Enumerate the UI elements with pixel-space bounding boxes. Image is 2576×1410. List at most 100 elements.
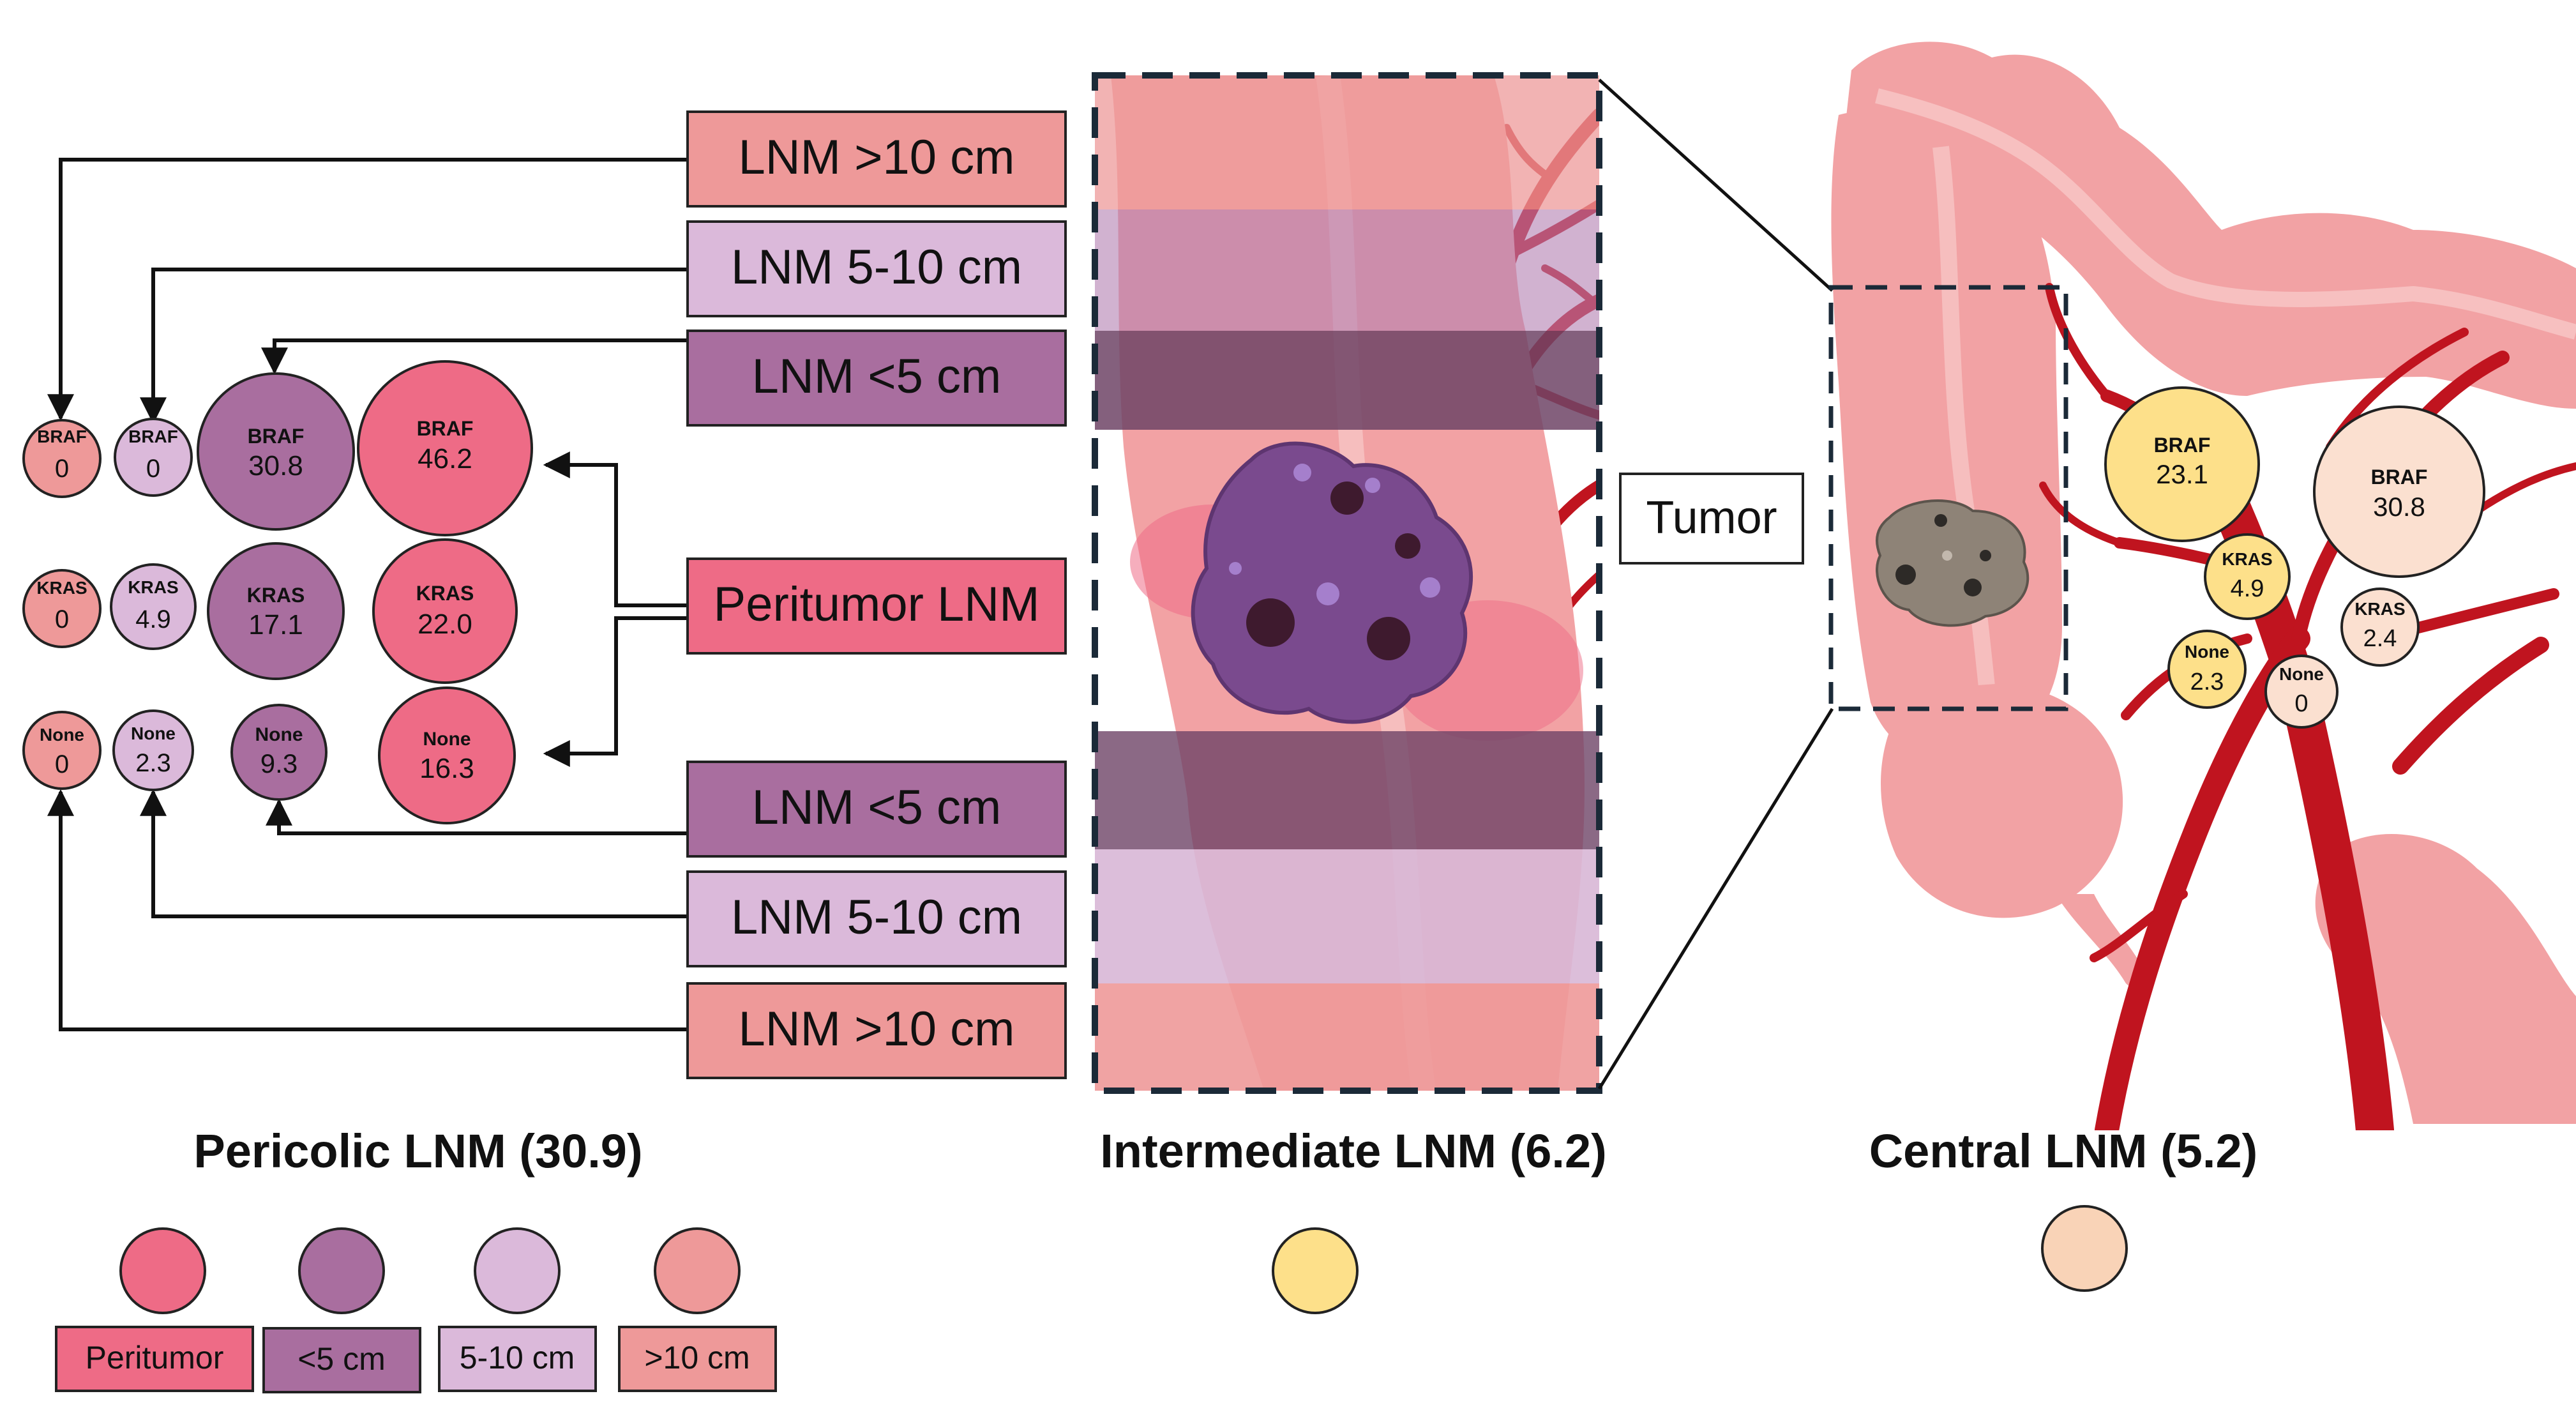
node-circle-int-braf [2104, 386, 2260, 542]
panel-tumor [1191, 441, 1473, 724]
title-intermediate: Intermediate LNM (6.2) [1100, 1125, 1607, 1178]
node-gene-label: None [255, 724, 303, 745]
node-circle-kras-5to10 [110, 563, 197, 650]
colon-tumor [1876, 499, 2030, 627]
node-gene-label: BRAF [417, 417, 474, 440]
pericolic-node: None 0 [22, 711, 102, 790]
node-circle-kras-lt5 [207, 542, 345, 680]
pericolic-node: BRAF 30.8 [197, 372, 355, 531]
node-circle-braf-lt5 [197, 372, 355, 531]
node-value-label: 0 [2294, 690, 2308, 717]
legend-label-lt5: <5 cm [298, 1341, 386, 1377]
colon-anatomy [1828, 42, 2576, 1130]
connector-arrows [47, 158, 689, 1031]
box-top-gt10 [686, 110, 1067, 208]
central-node: None 0 [2264, 655, 2339, 729]
node-gene-label: None [131, 724, 176, 743]
box-top-5to10 [686, 220, 1067, 317]
pericolic-node: BRAF 46.2 [357, 360, 533, 536]
node-value-label: 4.9 [2231, 575, 2264, 602]
node-gene-label: KRAS [2222, 549, 2272, 569]
pericolic-node: KRAS 0 [22, 569, 102, 648]
band-gt10-bottom [1095, 983, 1599, 1091]
node-gene-label: None [2185, 642, 2229, 662]
legend-box-gt10 [618, 1326, 777, 1392]
legend-item-lt5: <5 cm [262, 1227, 421, 1393]
node-circle-cen-kras [2340, 588, 2420, 667]
box-top-5to10-label: LNM 5-10 cm [731, 240, 1022, 294]
arrow-top-5to10 [140, 268, 689, 425]
node-gene-label: KRAS [416, 582, 474, 605]
node-value-label: 46.2 [418, 443, 472, 474]
pericolic-node: KRAS 4.9 [110, 563, 197, 650]
legend: Peritumor <5 cm 5-10 cm >10 cm [55, 1205, 2128, 1393]
arrow-bottom-gt10 [47, 789, 689, 1031]
node-circle-braf-peritumor [357, 360, 533, 536]
legend-item-gt10: >10 cm [618, 1227, 777, 1392]
legend-box-5to10 [438, 1326, 597, 1392]
node-circle-none-gt10 [22, 711, 102, 790]
legend-box-lt5 [262, 1327, 421, 1393]
legend-swatch-central [2041, 1205, 2128, 1292]
box-bottom-gt10 [686, 982, 1067, 1079]
box-bottom-gt10-label: LNM >10 cm [739, 1002, 1015, 1056]
box-bottom-5to10 [686, 870, 1067, 967]
box-bottom-lt5 [686, 761, 1067, 858]
node-circle-kras-peritumor [372, 538, 518, 684]
band-gt10-top [1095, 75, 1599, 209]
pericolic-grid: BRAF 0 BRAF 0 BRAF 30.8 BRAF 46.2 KRAS 0… [22, 360, 533, 824]
box-peritumor [686, 557, 1067, 655]
legend-swatch-lt5 [298, 1227, 385, 1314]
node-circle-cen-braf [2313, 406, 2485, 578]
arrow-bottom-5to10 [140, 789, 689, 918]
box-top-lt5 [686, 330, 1067, 427]
node-value-label: 4.9 [135, 605, 171, 633]
node-value-label: 2.4 [2363, 625, 2397, 652]
band-5to10-top [1095, 209, 1599, 331]
node-circle-none-5to10 [112, 709, 194, 791]
box-bottom-5to10-label: LNM 5-10 cm [731, 890, 1022, 944]
node-gene-label: KRAS [128, 577, 178, 597]
node-circle-braf-5to10 [114, 418, 193, 497]
node-value-label: 2.3 [135, 749, 171, 777]
mesenteric-vessels [2039, 283, 2576, 1130]
node-circle-none-lt5 [230, 704, 328, 801]
node-gene-label: KRAS [2354, 599, 2405, 619]
node-gene-label: None [423, 729, 471, 750]
node-gene-label: None [2279, 664, 2324, 684]
tumor-label-box [1619, 473, 1804, 565]
node-value-label: 16.3 [419, 753, 474, 784]
pericolic-node: KRAS 22.0 [372, 538, 518, 684]
node-gene-label: KRAS [36, 578, 87, 598]
arrow-bottom-lt5 [266, 798, 689, 835]
node-circle-braf-gt10 [22, 419, 102, 498]
node-gene-label: BRAF [2154, 434, 2211, 457]
node-gene-label: BRAF [37, 427, 87, 446]
node-circle-none-peritumor [378, 686, 516, 824]
pericolic-node: None 16.3 [378, 686, 516, 824]
node-value-label: 9.3 [260, 748, 298, 778]
box-peritumor-label: Peritumor LNM [714, 577, 1040, 632]
node-value-label: 0 [55, 605, 69, 633]
pericolic-node: None 2.3 [112, 709, 194, 791]
legend-label-5to10: 5-10 cm [460, 1340, 575, 1376]
legend-swatch-intermediate [1272, 1227, 1359, 1314]
legend-box-peritumor [55, 1326, 254, 1392]
intermediate-node: BRAF 23.1 [2104, 386, 2260, 542]
zoom-line-top [1598, 79, 1834, 292]
node-value-label: 22.0 [418, 609, 472, 640]
node-value-label: 23.1 [2156, 459, 2208, 489]
pericolic-node: BRAF 0 [114, 418, 193, 497]
legend-item-5to10: 5-10 cm [438, 1227, 597, 1392]
band-lt5-top [1095, 331, 1599, 430]
intermediate-node: None 2.3 [2167, 630, 2247, 709]
band-lt5-bottom [1095, 731, 1599, 849]
box-bottom-lt5-label: LNM <5 cm [752, 780, 1002, 835]
node-gene-label: BRAF [128, 427, 178, 446]
pericolic-node: KRAS 17.1 [207, 542, 345, 680]
arrow-peritumor-up [543, 451, 689, 607]
node-value-label: 0 [146, 455, 160, 483]
box-top-lt5-label: LNM <5 cm [752, 349, 1002, 404]
box-top-gt10-label: LNM >10 cm [739, 130, 1015, 185]
